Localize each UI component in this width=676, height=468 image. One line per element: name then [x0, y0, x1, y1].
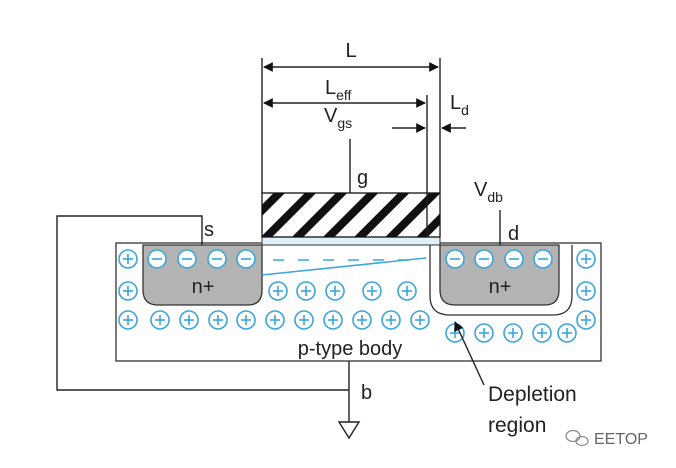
negative-ion-icon: [207, 249, 227, 269]
source-region-label: n+: [192, 276, 215, 298]
positive-ion-icon: [323, 310, 343, 330]
wechat-icon: [565, 429, 589, 447]
channel-electrons: [261, 257, 427, 276]
L-label: L: [345, 40, 356, 62]
positive-ion-icon: [410, 310, 430, 330]
drain-region-label: n+: [489, 276, 512, 298]
positive-ion-icon: [294, 310, 314, 330]
positive-ion-icon: [445, 323, 465, 343]
positive-ion-icon: [557, 323, 577, 343]
positive-ion-icon: [265, 310, 285, 330]
negative-ion-icon: [445, 249, 465, 269]
positive-ion-icon: [208, 310, 228, 330]
negative-ion-icon: [147, 249, 167, 269]
drain-depletion-boundary: [429, 245, 573, 316]
ground-symbol-icon: [337, 421, 361, 440]
Vgs-label: Vgs: [324, 105, 352, 131]
watermark-text: EETOP: [594, 431, 648, 448]
negative-ion-icon: [533, 249, 553, 269]
positive-ion-icon: [150, 310, 170, 330]
positive-ion-icon: [179, 310, 199, 330]
positive-ion-icon: [236, 310, 256, 330]
gate-terminal-label: g: [357, 167, 368, 189]
positive-ion-icon: [352, 310, 372, 330]
drain-nplus-region: [439, 244, 560, 306]
Leff-label: Leff: [325, 77, 352, 103]
gate-electrode: [261, 192, 441, 238]
negative-ion-icon: [504, 249, 524, 269]
positive-ion-icon: [325, 281, 345, 301]
positive-ion-icon: [532, 323, 552, 343]
vdb-label: Vdb: [474, 179, 503, 205]
eetop-watermark: EETOP: [565, 429, 648, 448]
positive-ion-icon: [296, 281, 316, 301]
body-terminal-label: b: [361, 382, 372, 404]
positive-ion-icon: [118, 310, 138, 330]
drain-terminal-label: d: [508, 223, 519, 245]
ion-charges: [118, 249, 596, 343]
negative-ion-icon: [474, 249, 494, 269]
positive-ion-icon: [576, 281, 596, 301]
negative-ion-icon: [236, 249, 256, 269]
positive-ion-icon: [381, 310, 401, 330]
positive-ion-icon: [576, 310, 596, 330]
positive-ion-icon: [362, 281, 382, 301]
body-label: p-type body: [298, 338, 403, 360]
positive-ion-icon: [268, 281, 288, 301]
depletion-label-line2: region: [488, 414, 546, 437]
source-terminal-label: s: [204, 219, 214, 241]
depletion-label-line1: Depletion: [488, 383, 577, 406]
positive-ion-icon: [474, 323, 494, 343]
positive-ion-icon: [118, 281, 138, 301]
depletion-callout-line: [454, 321, 485, 386]
positive-ion-icon: [397, 281, 417, 301]
gate-oxide: [261, 236, 441, 246]
source-nplus-region: [142, 244, 263, 306]
source-body-wire: [56, 215, 349, 391]
Ld-label: Ld: [450, 92, 469, 118]
positive-ion-icon: [503, 323, 523, 343]
negative-ion-icon: [177, 249, 197, 269]
positive-ion-icon: [118, 249, 138, 269]
positive-ion-icon: [576, 249, 596, 269]
